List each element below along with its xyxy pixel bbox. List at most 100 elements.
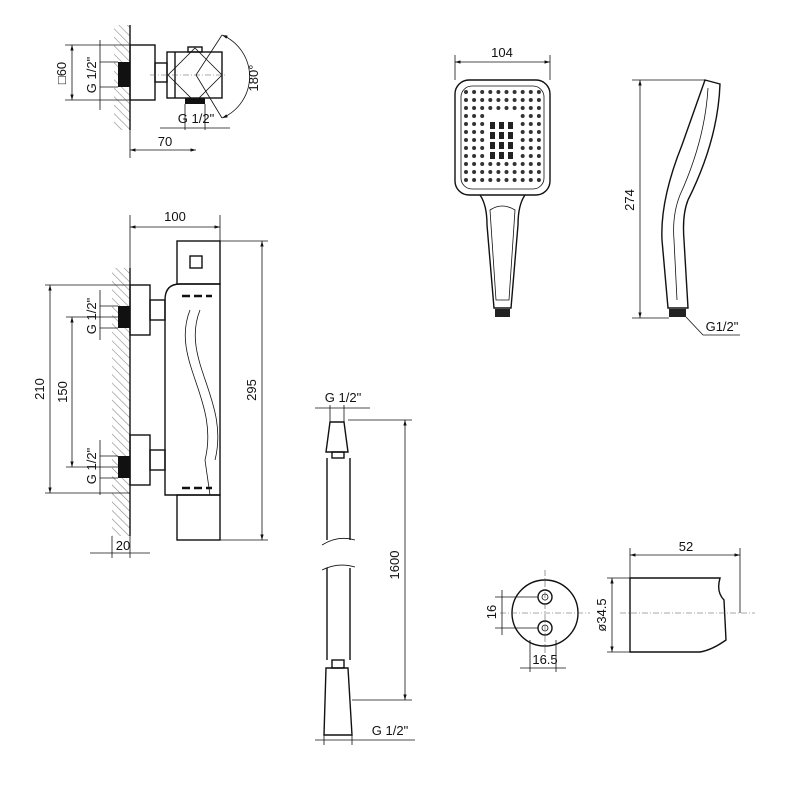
nozzle-dot [520,162,525,166]
diameter-label: ø34.5 [594,598,609,631]
nozzle-dot [472,154,477,158]
nozzle-dot [472,146,477,150]
nozzle-dot [528,146,533,150]
length-label: 274 [622,189,637,211]
hand-shower-side-view: 274 G1/2" [622,79,740,336]
nozzle-dot [488,162,493,166]
nozzle-dot [528,178,533,182]
nozzle-dot [480,162,485,166]
nozzle-dot [480,170,485,174]
nozzle-dot [528,130,533,134]
nozzle-dot [504,106,509,110]
square-dim-label: □60 [54,62,69,84]
nozzle-dot [512,162,517,166]
nozzle-dot [496,162,501,166]
nozzle-dot [536,170,541,174]
nozzle-dot [512,170,517,174]
wall-bracket: 16 16.5 ø34.5 52 [484,539,755,672]
nozzle-dot [488,90,493,94]
nozzle-dot [480,98,485,102]
nozzle-dot [480,114,485,118]
nozzle-dot [528,170,533,174]
nozzle-dot [488,106,493,110]
hose-top-thread-label: G 1/2" [325,390,362,405]
hose-length-label: 1600 [387,551,402,580]
nozzle-dot [520,98,525,102]
nozzle-dot [464,90,468,94]
nozzle-dot [488,98,493,102]
nozzle-dot [464,130,468,134]
wall-offset-label: 20 [116,538,130,553]
nozzle-dot [536,98,541,102]
nozzle-dot [528,114,533,118]
rotation-label: 180° [246,65,261,92]
outlet-thread-label: G 1/2" [178,111,215,126]
center-nozzle [499,122,504,129]
nozzle-pattern [464,90,541,182]
center-nozzle [508,142,513,149]
depth-label: 52 [679,539,693,554]
inlet-thread-label: G 1/2" [84,56,99,93]
nozzle-dot [520,146,525,150]
center-nozzle [499,132,504,139]
shower-hose: G 1/2" 1600 G 1/2" [315,390,415,745]
nozzle-dot [472,114,477,118]
nozzle-dot [488,178,493,182]
nozzle-dot [520,106,525,110]
nozzle-dot [520,178,525,182]
nozzle-dot [496,170,501,174]
center-nozzle [508,122,513,129]
nozzle-dot [464,162,468,166]
hand-shower-thread-label: G1/2" [706,319,739,334]
nozzle-dot [472,98,477,102]
nozzle-dot [480,178,485,182]
nozzle-dot [536,138,541,142]
thermostat-body [164,283,221,496]
nozzle-dot [512,178,517,182]
upper-thread-label: G 1/2" [84,297,99,334]
valve-top-view: 180° □60 G 1/2" G 1/2" 70 [54,25,261,158]
hole-spacing-label: 16 [484,605,499,619]
depth-label: 70 [158,134,172,149]
nozzle-dot [496,90,501,94]
nozzle-dot [528,90,533,94]
nozzle-dot [480,146,485,150]
nozzle-dot [528,162,533,166]
center-nozzle [490,152,495,159]
nozzle-dot [512,106,517,110]
nozzle-dot [480,138,485,142]
nozzle-dot [520,122,525,126]
nozzle-dot [520,114,525,118]
head-width-label: 104 [491,45,513,60]
nozzle-dot [472,170,477,174]
center-nozzle [508,152,513,159]
center-nozzle [499,142,504,149]
nozzle-dot [512,90,517,94]
nozzle-dot [520,90,525,94]
nozzle-dot [472,122,477,126]
nozzle-dot [488,170,493,174]
top-cap [176,240,221,285]
nozzle-dot [528,154,533,158]
hand-shower-front-view: 104 [454,45,551,317]
nozzle-dot [536,114,541,118]
flange [129,44,156,101]
nozzle-dot [472,130,477,134]
nozzle-dot [520,130,525,134]
nozzle-dot [536,130,541,134]
nozzle-dot [496,178,501,182]
hose-bottom-thread-label: G 1/2" [372,723,409,738]
nozzle-dot [520,154,525,158]
hole-offset-label: 16.5 [532,652,557,667]
nozzle-dot [480,90,485,94]
nozzle-dot [480,122,485,126]
center-nozzle [490,122,495,129]
nozzle-dot [464,114,468,118]
nozzle-dot [528,138,533,142]
thread-inlet [118,62,130,87]
nozzle-dot [464,122,468,126]
nozzle-dot [536,122,541,126]
nozzle-dot [504,162,509,166]
